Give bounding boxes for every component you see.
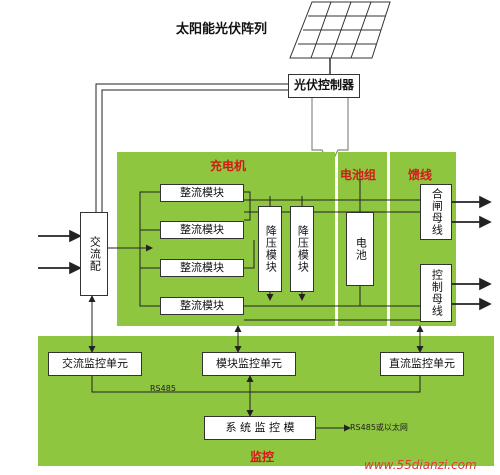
feeder-title: 馈线	[408, 168, 433, 182]
rs485-label: RS485	[150, 384, 176, 393]
solar-panel-icon	[289, 1, 391, 74]
rectifier-module-4: 整流模块	[160, 297, 244, 315]
buck-module-1: 降压模块	[258, 206, 282, 292]
closing-bus-box: 合闸母线	[420, 184, 452, 240]
watermark: www.55dianzi.com	[364, 458, 477, 472]
rectifier-module-3: 整流模块	[160, 259, 244, 277]
pv-controller-box: 光伏控制器	[288, 74, 360, 98]
battery-group-title: 电池组	[340, 168, 377, 182]
charger-title: 充电机	[210, 159, 247, 173]
pv-array-label: 太阳能光伏阵列	[176, 22, 268, 37]
ac-distribution-box: 交流配	[80, 212, 108, 296]
control-bus-box: 控制母线	[420, 264, 452, 322]
ac-monitor-unit: 交流监控单元	[48, 352, 142, 376]
monitoring-title: 监控	[250, 450, 275, 464]
rs485-network-label: RS485或以太网	[350, 423, 408, 432]
system-monitor-module: 系 统 监 控 模	[204, 416, 316, 440]
rectifier-module-2: 整流模块	[160, 221, 244, 239]
buck-module-2: 降压模块	[290, 206, 314, 292]
rectifier-module-1: 整流模块	[160, 184, 244, 202]
battery-box: 电池	[346, 212, 374, 286]
module-monitor-unit: 模块监控单元	[202, 352, 296, 376]
dc-monitor-unit: 直流监控单元	[380, 352, 464, 376]
